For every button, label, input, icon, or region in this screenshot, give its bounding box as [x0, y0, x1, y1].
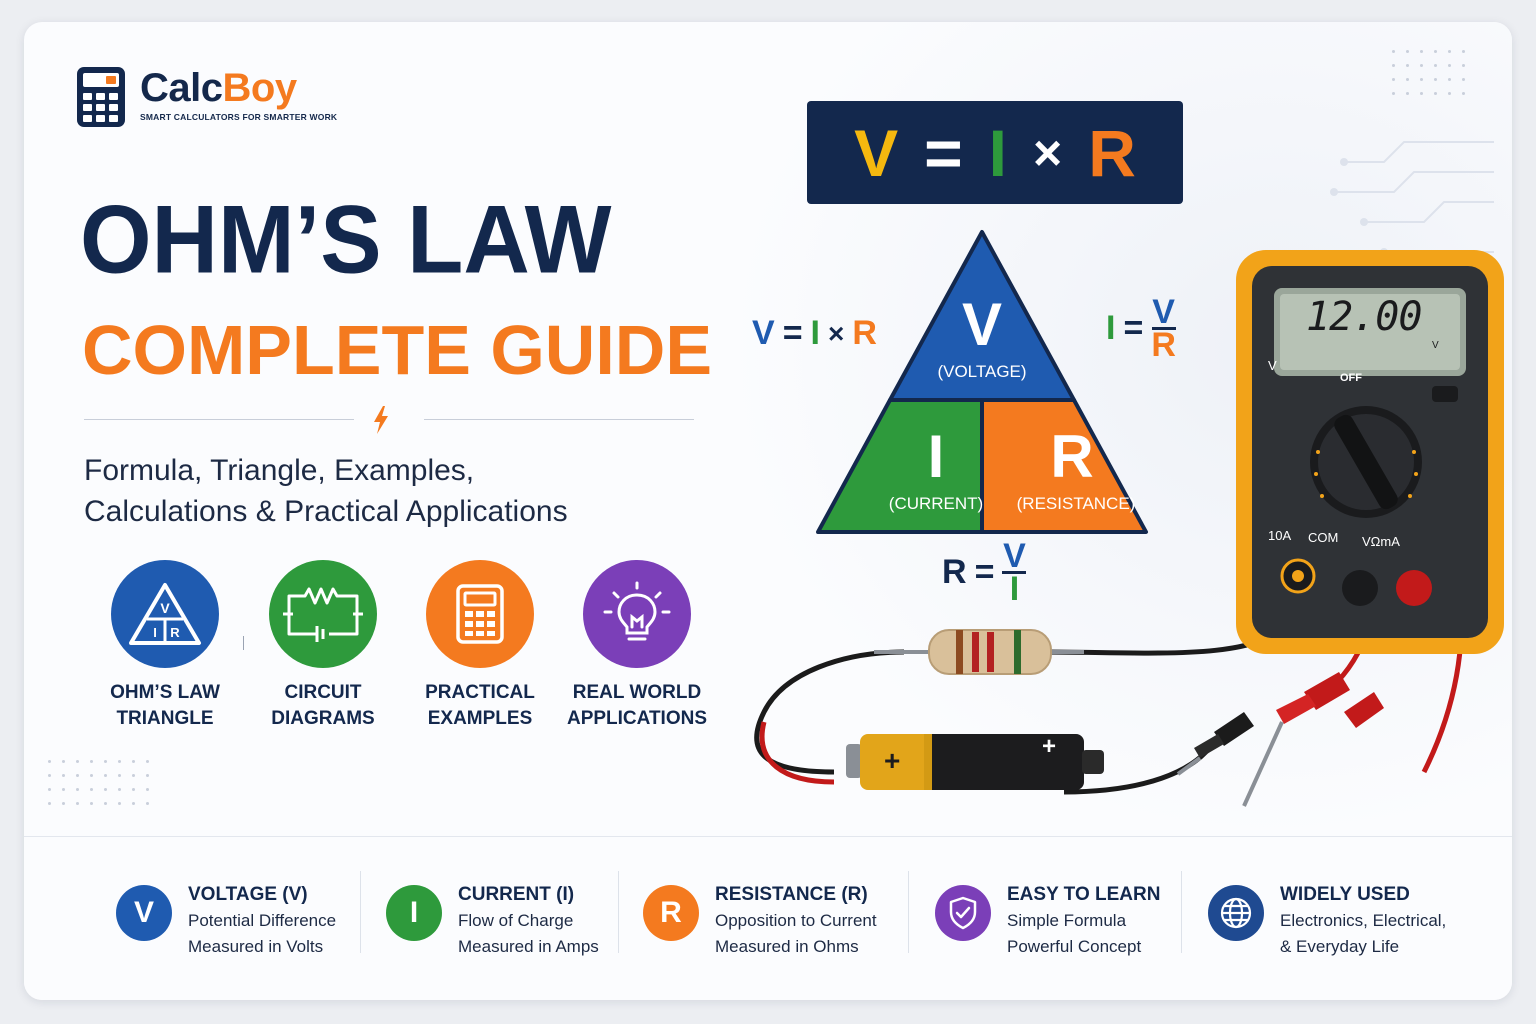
- resistance-badge-icon: R: [643, 885, 699, 941]
- triangle-resistance-label: (RESISTANCE): [1016, 494, 1136, 513]
- stat-line2: & Everyday Life: [1280, 937, 1400, 956]
- feature-label: CIRCUIT DIAGRAMS: [271, 682, 375, 729]
- voltage-badge-icon: V: [116, 885, 172, 941]
- page-subtitle-heading: COMPLETE GUIDE: [82, 311, 713, 389]
- stat-voltage: V VOLTAGE (V) Potential Difference Measu…: [116, 883, 336, 959]
- battery-icon: + +: [846, 733, 1104, 790]
- feature-separator: [243, 636, 244, 650]
- formula-equals: =: [924, 115, 963, 190]
- stat-separator: [618, 871, 619, 953]
- title-divider: [84, 406, 694, 434]
- multimeter-off-label: OFF: [1340, 372, 1362, 384]
- multimeter-v-label: V: [1268, 358, 1277, 373]
- svg-text:R: R: [170, 625, 180, 640]
- triangle-resistance-letter: R: [1050, 423, 1094, 490]
- infographic-card: CalcBoy SMART CALCULATORS FOR SMARTER WO…: [24, 22, 1512, 1000]
- formula-voltage-left: V = I × R: [752, 314, 877, 352]
- stat-current: I CURRENT (I) Flow of Charge Measured in…: [386, 883, 599, 959]
- formula-times: ×: [1033, 124, 1063, 181]
- lightbulb-icon: [583, 560, 691, 668]
- stat-line2: Measured in Ohms: [715, 937, 859, 956]
- stat-separator: [1181, 871, 1182, 953]
- dot-grid-bottom-left: [48, 760, 149, 805]
- circuit-illustration: + +: [754, 250, 1504, 807]
- multimeter-icon: [1236, 250, 1504, 654]
- svg-text:+: +: [884, 745, 900, 776]
- stat-title: EASY TO LEARN: [1007, 884, 1161, 905]
- shield-check-icon: [935, 885, 991, 941]
- globe-icon: [1208, 885, 1264, 941]
- svg-text:V: V: [160, 600, 170, 616]
- stat-title: CURRENT (I): [458, 884, 575, 905]
- page-title: OHM’S LAW: [80, 186, 612, 294]
- stat-widely-used: WIDELY USED Electronics, Electrical, & E…: [1208, 883, 1446, 959]
- multimeter-com-label: COM: [1308, 530, 1339, 545]
- feature-real-world-applications[interactable]: REAL WORLD APPLICATIONS: [562, 560, 712, 732]
- multimeter-display-value: 12.00: [1306, 294, 1422, 340]
- stat-line1: Opposition to Current: [715, 911, 877, 930]
- multimeter-10a-label: 10A: [1268, 528, 1292, 543]
- stat-title: WIDELY USED: [1280, 884, 1410, 905]
- feature-label: REAL WORLD APPLICATIONS: [566, 682, 708, 729]
- formula-current-right: I = V R: [1106, 293, 1176, 364]
- circuit-icon: [269, 560, 377, 668]
- stat-separator: [360, 871, 361, 953]
- lightning-bolt-icon: [374, 406, 388, 434]
- stat-title: RESISTANCE (R): [715, 884, 868, 905]
- svg-text:+: +: [1042, 733, 1056, 760]
- triangle-shape: [816, 230, 1148, 534]
- stat-line1: Simple Formula: [1007, 911, 1127, 930]
- stat-line2: Measured in Amps: [458, 937, 599, 956]
- stat-line2: Measured in Volts: [188, 937, 324, 956]
- stat-separator: [908, 871, 909, 953]
- current-badge-icon: I: [386, 885, 442, 941]
- feature-practical-examples[interactable]: PRACTICAL EXAMPLES: [405, 560, 555, 732]
- dot-grid-top-right: [1392, 50, 1465, 95]
- calculator-logo-icon: [77, 67, 125, 127]
- stat-resistance: R RESISTANCE (R) Opposition to Current M…: [643, 883, 877, 959]
- resistor-icon: [874, 629, 1084, 675]
- svg-text:I: I: [153, 625, 157, 640]
- stat-line1: Potential Difference: [188, 911, 337, 930]
- triangle-voltage-letter: V: [961, 291, 1003, 358]
- calculator-icon: [426, 560, 534, 668]
- stat-line1: Electronics, Electrical,: [1280, 911, 1447, 930]
- triangle-current-letter: I: [927, 423, 945, 490]
- triangle-voltage-label: (VOLTAGE): [937, 362, 1027, 381]
- brand-logo[interactable]: CalcBoy SMART CALCULATORS FOR SMARTER WO…: [76, 66, 337, 128]
- main-formula-box: V = I × R: [807, 101, 1183, 204]
- brand-name: CalcBoy: [140, 66, 297, 110]
- stat-title: VOLTAGE (V): [188, 884, 308, 905]
- formula-i: I: [988, 115, 1008, 190]
- triangle-current-label: (CURRENT): [888, 494, 984, 513]
- brand-tagline: SMART CALCULATORS FOR SMARTER WORK: [140, 112, 338, 122]
- feature-ohms-law-triangle[interactable]: V I R OHM’S LAW TRIANGLE: [90, 560, 240, 732]
- stat-easy-to-learn: EASY TO LEARN Simple Formula Powerful Co…: [935, 883, 1160, 959]
- feature-circuit-diagrams[interactable]: CIRCUIT DIAGRAMS: [248, 560, 398, 732]
- triangle-icon: V I R: [111, 560, 219, 668]
- formula-r: R: [1088, 115, 1136, 190]
- ohms-law-triangle: V (VOLTAGE) I (CURRENT) R (RESISTANCE): [806, 228, 1158, 536]
- guide-description: Formula, Triangle, Examples, Calculation…: [84, 454, 568, 528]
- key-concepts-strip: V VOLTAGE (V) Potential Difference Measu…: [24, 836, 1512, 1000]
- multimeter-display-unit: V: [1432, 340, 1439, 351]
- stat-line2: Powerful Concept: [1007, 937, 1142, 956]
- formula-v: V: [854, 115, 899, 190]
- test-probes-icon: [1176, 672, 1384, 807]
- feature-label: OHM’S LAW TRIANGLE: [110, 682, 220, 729]
- formula-resistance-bottom: R = V I: [942, 537, 1027, 608]
- stat-line1: Flow of Charge: [458, 911, 574, 930]
- multimeter-vma-label: VΩmA: [1362, 534, 1400, 549]
- feature-list: V I R OHM’S LAW TRIANGLE: [68, 560, 728, 730]
- feature-label: PRACTICAL EXAMPLES: [425, 682, 535, 729]
